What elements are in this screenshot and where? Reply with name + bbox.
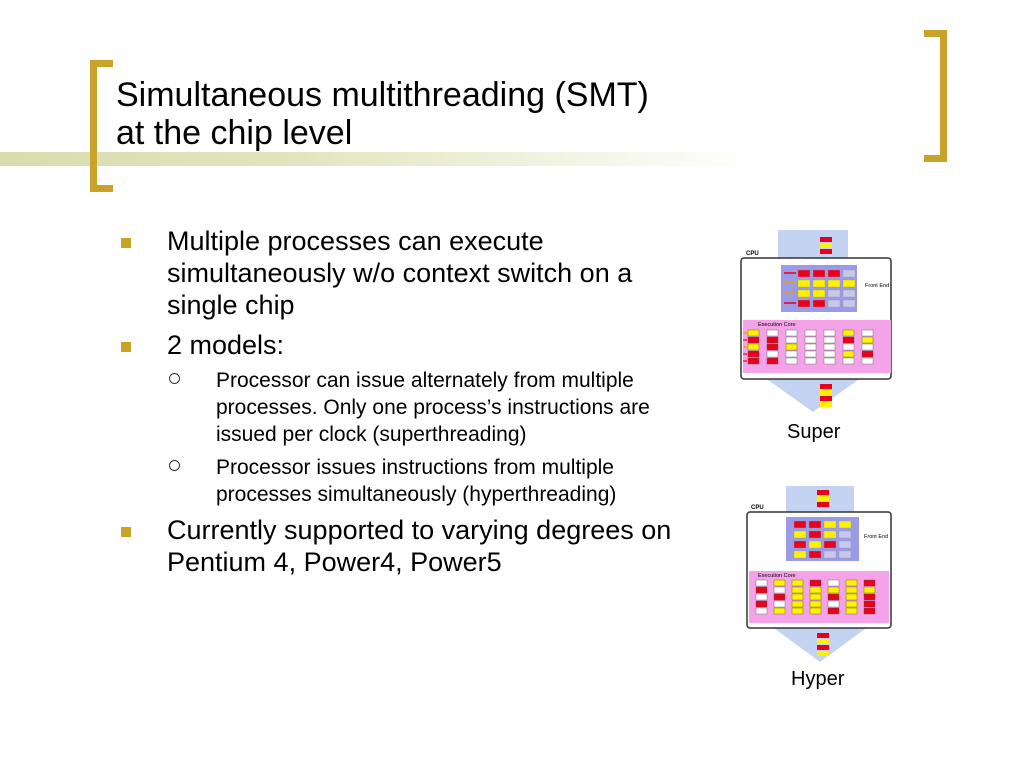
sub-bullet-text: Processor issues instructions from multi…: [216, 456, 617, 506]
circle-bullet-icon: [169, 373, 180, 384]
title-accent-bar: [0, 152, 760, 166]
hyperthreading-cpu-diagram: CPU Front End Execution Core: [746, 486, 892, 662]
execution-core-slots: [755, 579, 876, 615]
front-end-label: Front End: [865, 283, 889, 289]
sub-bullet-item: Processor issues instructions from multi…: [118, 454, 698, 508]
title-line-1: Simultaneous multithreading (SMT): [116, 76, 649, 114]
execution-core-slots: [747, 329, 874, 365]
hyperthreading-caption: Hyper: [791, 668, 845, 690]
sub-bullet-text: Processor can issue alternately from mul…: [216, 369, 650, 446]
sub-bullet-list: Processor can issue alternately from mul…: [118, 367, 698, 508]
incoming-instruction-stack: [817, 490, 829, 507]
cpu-label: CPU: [746, 251, 759, 257]
slide-title: Simultaneous multithreading (SMT) at the…: [116, 76, 649, 152]
superthreading-cpu-diagram: CPU Front End Execution Core: [740, 230, 892, 412]
incoming-instruction-stack: [820, 237, 832, 254]
square-bullet-icon: [121, 342, 131, 352]
sub-bullet-item: Processor can issue alternately from mul…: [118, 367, 698, 448]
front-end-label: Front End: [864, 534, 888, 540]
title-line-2: at the chip level: [116, 114, 353, 152]
right-bracket-decoration: [924, 30, 947, 162]
bullet-item: Multiple processes can execute simultane…: [118, 225, 698, 321]
front-end-slots: [793, 520, 852, 559]
execution-core-label: Execution Core: [758, 322, 796, 328]
bullet-list: Multiple processes can execute simultane…: [118, 225, 698, 586]
execution-core-label: Execution Core: [758, 573, 796, 579]
outgoing-instruction-stack: [817, 633, 829, 656]
circle-bullet-icon: [169, 460, 180, 471]
left-bracket-decoration: [90, 60, 113, 192]
square-bullet-icon: [121, 238, 131, 248]
bullet-item: 2 models:: [118, 329, 698, 361]
square-bullet-icon: [121, 527, 131, 537]
bullet-text: 2 models:: [167, 330, 285, 360]
cpu-label: CPU: [751, 505, 764, 511]
bullet-item: Currently supported to varying degrees o…: [118, 514, 698, 578]
front-end-slots: [797, 269, 856, 308]
bullet-text: Multiple processes can execute simultane…: [167, 226, 633, 320]
bullet-text: Currently supported to varying degrees o…: [167, 515, 672, 577]
superthreading-caption: Super: [787, 421, 841, 443]
outgoing-instruction-stack: [820, 384, 832, 407]
front-end-input-arrows: [784, 272, 796, 304]
execution-input-arrows: [743, 332, 747, 362]
